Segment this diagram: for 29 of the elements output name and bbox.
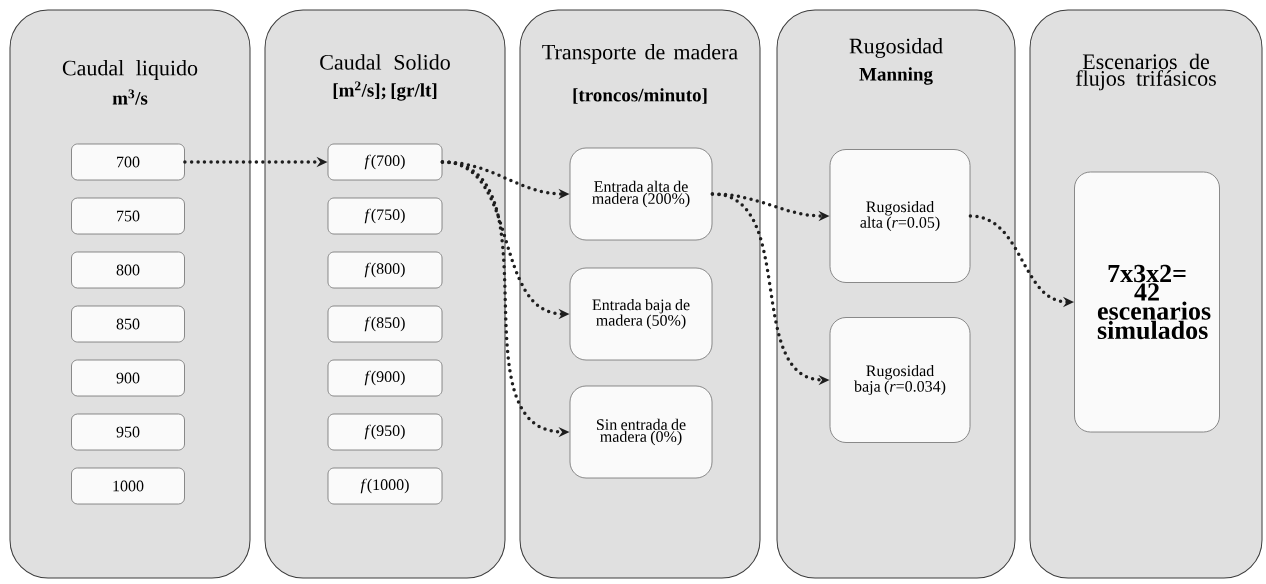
value-box: f(1000) — [327, 467, 443, 505]
value-box: 900 — [71, 359, 185, 397]
value-box: Rugosidad baja (r=0.034) — [829, 317, 971, 443]
value-box: 1000 — [71, 467, 185, 505]
value-box: 850 — [71, 305, 185, 343]
result-box: 7x3x2= 42 escenarios simulados — [1074, 171, 1220, 433]
value-box: f(950) — [327, 413, 443, 451]
value-box: f(900) — [327, 359, 443, 397]
value-box: 700 — [71, 143, 185, 181]
value-box: f(750) — [327, 197, 443, 235]
value-box: f(700) — [327, 143, 443, 181]
value-box: f(850) — [327, 305, 443, 343]
column-heading: Caudal Solido — [320, 54, 450, 70]
column-heading: m$^{3}$/s — [112, 89, 148, 105]
column-heading: [troncos/minuto] — [573, 88, 707, 104]
column-heading: Manning — [859, 67, 933, 85]
value-box: 750 — [71, 197, 185, 235]
value-box: Entrada baja de madera (50%) — [569, 267, 713, 361]
value-box: Rugosidad alta (r=0.05) — [829, 149, 971, 283]
column-heading: Caudal liquido — [62, 60, 198, 80]
column-heading: Transporte de madera — [542, 44, 738, 64]
value-box: 950 — [71, 413, 185, 451]
column-heading: Escenarios de flujos trifásicos — [1075, 53, 1216, 91]
column-heading: [m$^{2}$/s]; [gr/lt] — [333, 81, 437, 101]
value-box: Entrada alta de madera (200%) — [569, 147, 713, 241]
value-box: f(800) — [327, 251, 443, 289]
value-box: 800 — [71, 251, 185, 289]
value-box: Sin entrada de madera (0%) — [569, 385, 713, 479]
column-heading: Rugosidad — [849, 38, 943, 58]
